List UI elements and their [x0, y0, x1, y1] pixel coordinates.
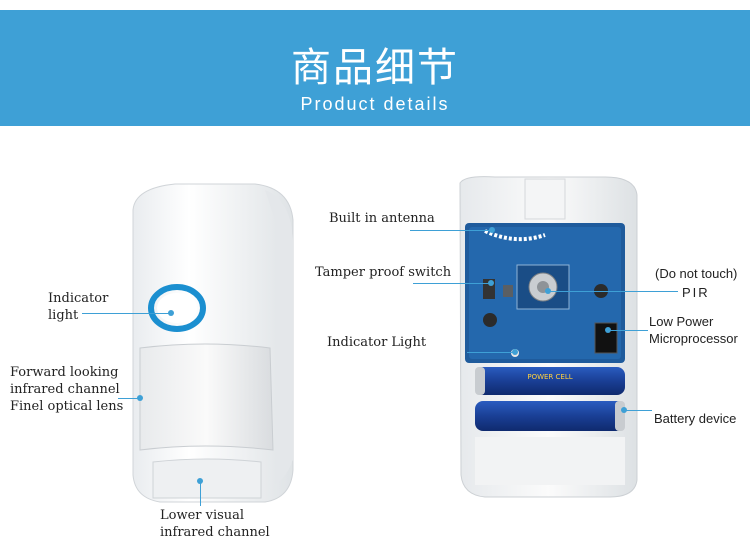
header-banner: 商品细节 Product details	[0, 10, 750, 126]
indicator-light-right-label: Indicator Light	[327, 335, 427, 350]
forward-looking-dot	[137, 395, 143, 401]
do-not-touch-label: (Do not touch)	[655, 266, 738, 281]
forward-looking-pointer	[118, 398, 140, 399]
tamper-pointer	[413, 283, 491, 284]
battery-dot	[621, 407, 627, 413]
low-power-dot	[605, 327, 611, 333]
indicator-light-pointer	[82, 313, 172, 314]
indicator-light-label: Indicator light	[48, 291, 109, 323]
indicator-light-dot	[168, 310, 174, 316]
antenna-pointer	[410, 230, 492, 231]
banner-subtitle: Product details	[300, 94, 450, 114]
forward-looking-label: Forward looking infrared channel Finel o…	[10, 365, 124, 414]
lower-visual-dot	[197, 478, 203, 484]
indicator-right-dot	[512, 349, 518, 355]
battery-device-label: Battery device	[654, 411, 737, 426]
pir-sensor-inside-image: POWER CELL	[459, 176, 638, 498]
lower-visual-pointer	[200, 482, 201, 506]
built-in-antenna-label: Built in antenna	[329, 211, 435, 226]
low-power-label: Low Power Microprocessor	[649, 314, 738, 346]
banner-title: 商品细节	[291, 45, 459, 91]
pir-pointer	[548, 291, 678, 292]
svg-text:POWER CELL: POWER CELL	[527, 373, 572, 381]
antenna-dot	[489, 227, 495, 233]
lower-visual-label: Lower visual infrared channel	[160, 508, 270, 540]
pir-label: PIR	[682, 285, 710, 300]
pir-sensor-front-image	[132, 183, 294, 503]
battery-pointer	[624, 410, 652, 411]
low-power-pointer	[608, 330, 648, 331]
tamper-switch-label: Tamper proof switch	[315, 265, 452, 280]
indicator-right-pointer	[467, 352, 515, 353]
pir-dot	[545, 288, 551, 294]
tamper-dot	[488, 280, 494, 286]
